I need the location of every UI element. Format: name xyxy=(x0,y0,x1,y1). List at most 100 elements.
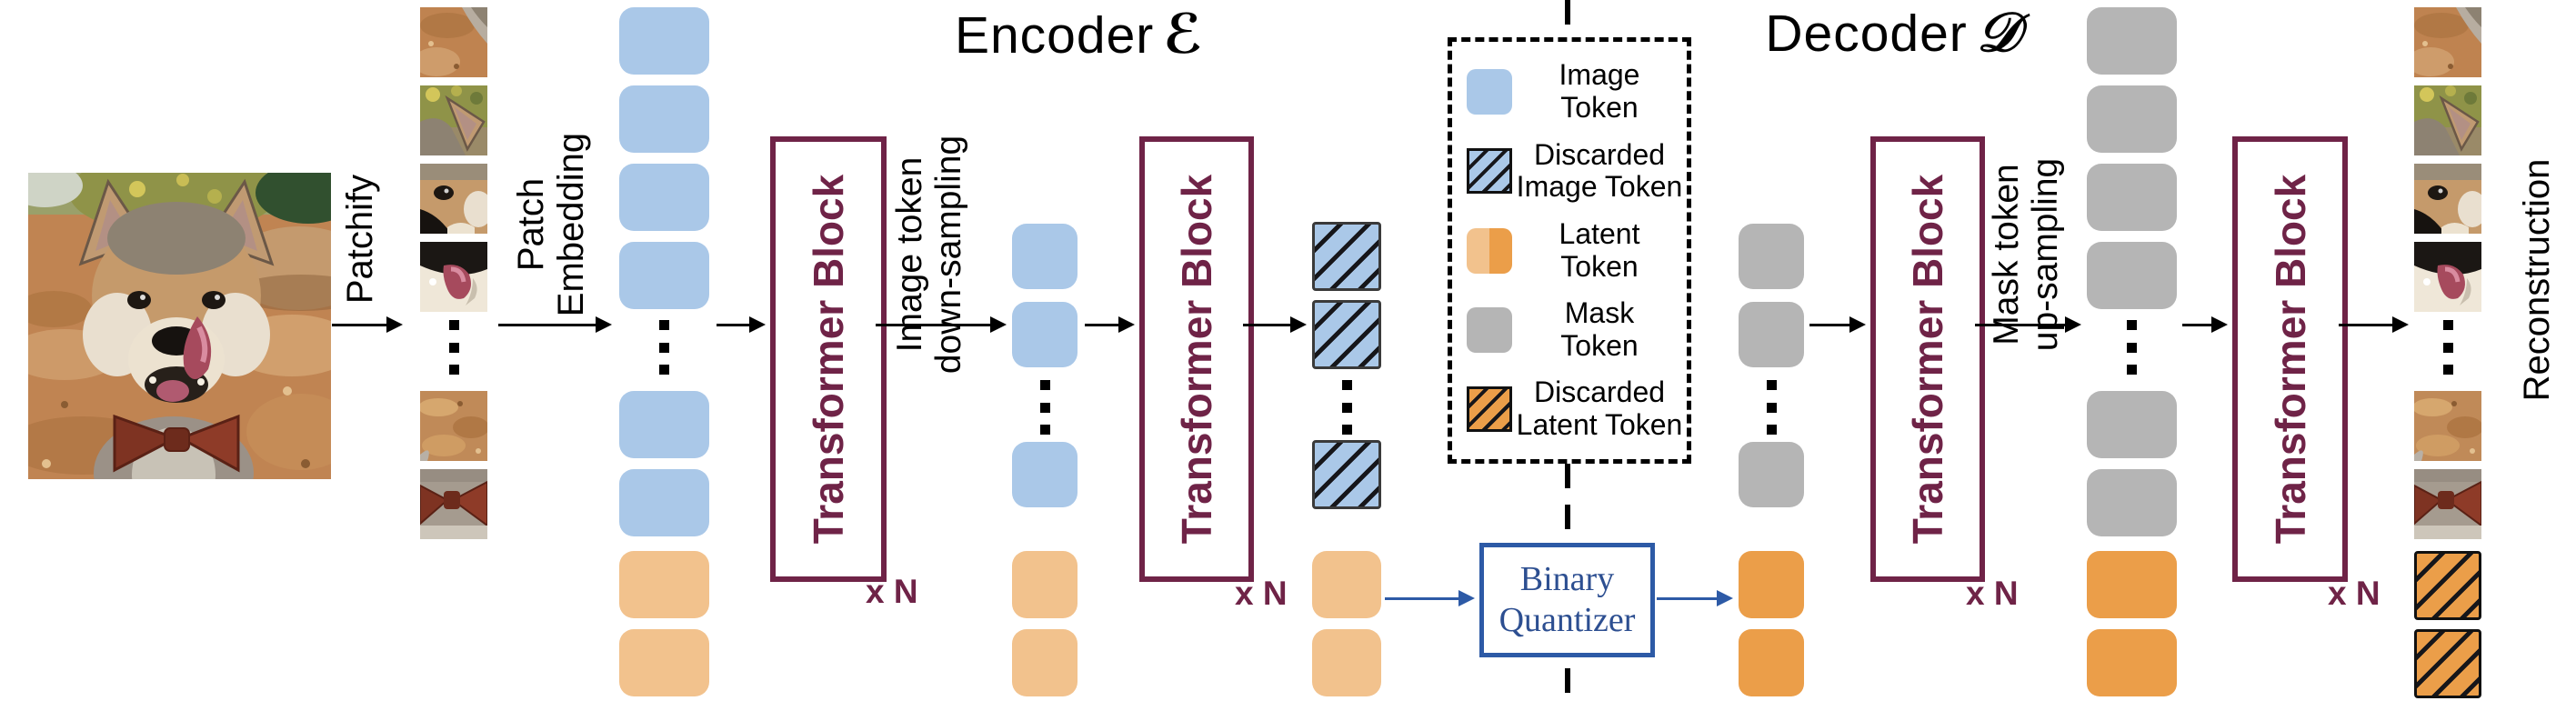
legend-item-image: Image Token xyxy=(1452,59,1687,125)
mask-token xyxy=(1739,442,1804,507)
shiba-dog-illustration xyxy=(28,173,331,479)
repeat-n-label-3: x N xyxy=(1966,575,2019,612)
arrow-into-discarded-column xyxy=(1243,315,1307,333)
arrow-into-quantizer xyxy=(1385,589,1475,606)
latent-token xyxy=(1012,551,1078,618)
legend-item-mask: Mask Token xyxy=(1452,295,1687,363)
discarded-latent-token xyxy=(2414,551,2481,620)
mask-token xyxy=(2087,7,2177,75)
discarded-image-token xyxy=(1312,300,1381,369)
input-image xyxy=(28,173,331,479)
ellipsis-dots xyxy=(619,320,709,375)
mask-token xyxy=(2087,469,2177,536)
reconstruction-label: Reconstruction xyxy=(2517,158,2557,402)
legend-item-latent-split: Latent Token xyxy=(1452,216,1687,284)
transformer-block-label: Transformer Block xyxy=(2266,174,2314,545)
patch-embedding-label: Patch Embedding xyxy=(511,132,591,317)
arrow-patchify xyxy=(332,315,403,333)
encoder-transformer-block-1: Transformer Block xyxy=(770,136,887,582)
latent-token xyxy=(619,629,709,696)
decoder-title-word: Decoder xyxy=(1765,5,1968,63)
legend-swatch-image xyxy=(1467,69,1512,115)
encoder-title-word: Encoder xyxy=(954,6,1155,65)
arrow-into-encoder-block-2 xyxy=(1085,315,1135,333)
ellipsis-dots xyxy=(1012,380,1078,435)
image-token xyxy=(619,391,709,458)
encoder-decoder-divider-top xyxy=(1565,0,1570,37)
repeat-n-label-2: x N xyxy=(1235,575,1288,612)
legend-label: Discarded Image Token xyxy=(1516,137,1683,204)
reconstructed-patch xyxy=(2414,7,2481,77)
repeat-n-label-1: x N xyxy=(866,573,918,610)
discarded-image-token xyxy=(1312,440,1381,509)
reconstructed-patch xyxy=(2414,85,2481,155)
legend-swatch-disc-latent xyxy=(1467,386,1512,432)
image-token xyxy=(619,469,709,536)
image-patch xyxy=(420,469,487,539)
ellipsis-dots xyxy=(1739,380,1804,435)
image-patch xyxy=(420,242,487,312)
encoder-transformer-block-2: Transformer Block xyxy=(1139,136,1254,582)
arrow-upsampling xyxy=(1975,315,2081,333)
legend-label: Discarded Latent Token xyxy=(1516,375,1683,441)
patchify-label: Patchify xyxy=(340,174,380,305)
legend-swatch-mask xyxy=(1467,306,1512,353)
latent-token xyxy=(1012,629,1078,696)
mask-token xyxy=(1739,302,1804,367)
reconstructed-patch xyxy=(2414,164,2481,234)
mask-token xyxy=(1739,224,1804,289)
legend-item-disc-latent: Discarded Latent Token xyxy=(1452,376,1687,442)
latent-token xyxy=(2087,551,2177,618)
image-token xyxy=(1012,302,1078,367)
image-token xyxy=(619,7,709,75)
mask-token xyxy=(2087,85,2177,153)
arrow-downsampling xyxy=(876,315,1007,333)
decoder-transformer-block-2: Transformer Block xyxy=(2232,136,2348,582)
mask-token xyxy=(2087,391,2177,458)
reconstructed-patch xyxy=(2414,242,2481,312)
repeat-n-label-4: x N xyxy=(2328,575,2381,612)
legend-swatch-latent-split xyxy=(1467,227,1512,274)
image-patch xyxy=(420,164,487,234)
reconstructed-patch xyxy=(2414,469,2481,539)
ellipsis-dots xyxy=(2087,320,2177,375)
transformer-block-label: Transformer Block xyxy=(1173,174,1220,545)
image-token xyxy=(619,242,709,309)
image-token xyxy=(619,164,709,231)
image-token xyxy=(1012,442,1078,507)
ellipsis-dots xyxy=(1312,380,1381,435)
transformer-block-label: Transformer Block xyxy=(1904,174,1951,545)
arrow-out-of-quantizer xyxy=(1657,589,1733,606)
image-token xyxy=(1012,224,1078,289)
arrow-reconstruction xyxy=(2339,315,2409,333)
image-patch xyxy=(420,391,487,461)
arrow-patch-embedding xyxy=(498,315,612,333)
arrow-into-decoder-block-1 xyxy=(1809,315,1866,333)
image-patch xyxy=(420,7,487,77)
image-token-downsampling-label: Image token down-sampling xyxy=(890,135,968,375)
ellipsis-dots xyxy=(2414,320,2481,375)
ellipsis-dots xyxy=(420,320,487,375)
reconstructed-patch xyxy=(2414,391,2481,461)
legend-item-disc-image: Discarded Image Token xyxy=(1452,137,1687,205)
latent-token xyxy=(1312,629,1381,696)
image-patch xyxy=(420,85,487,155)
encoder-script-symbol: ℰ xyxy=(1163,3,1205,66)
latent-token xyxy=(1312,551,1381,618)
arrow-into-decoder-block-2 xyxy=(2182,315,2228,333)
mask-token xyxy=(2087,242,2177,309)
legend-label: Mask Token xyxy=(1560,295,1639,362)
legend-swatch-disc-image xyxy=(1467,148,1512,195)
legend-label: Latent Token xyxy=(1559,216,1640,283)
legend-label: Image Token xyxy=(1559,58,1640,125)
latent-token xyxy=(619,551,709,618)
latent-token xyxy=(1739,551,1804,618)
mask-token xyxy=(2087,164,2177,231)
latent-token xyxy=(1739,629,1804,696)
transformer-block-label: Transformer Block xyxy=(805,174,852,545)
latent-token xyxy=(2087,629,2177,696)
